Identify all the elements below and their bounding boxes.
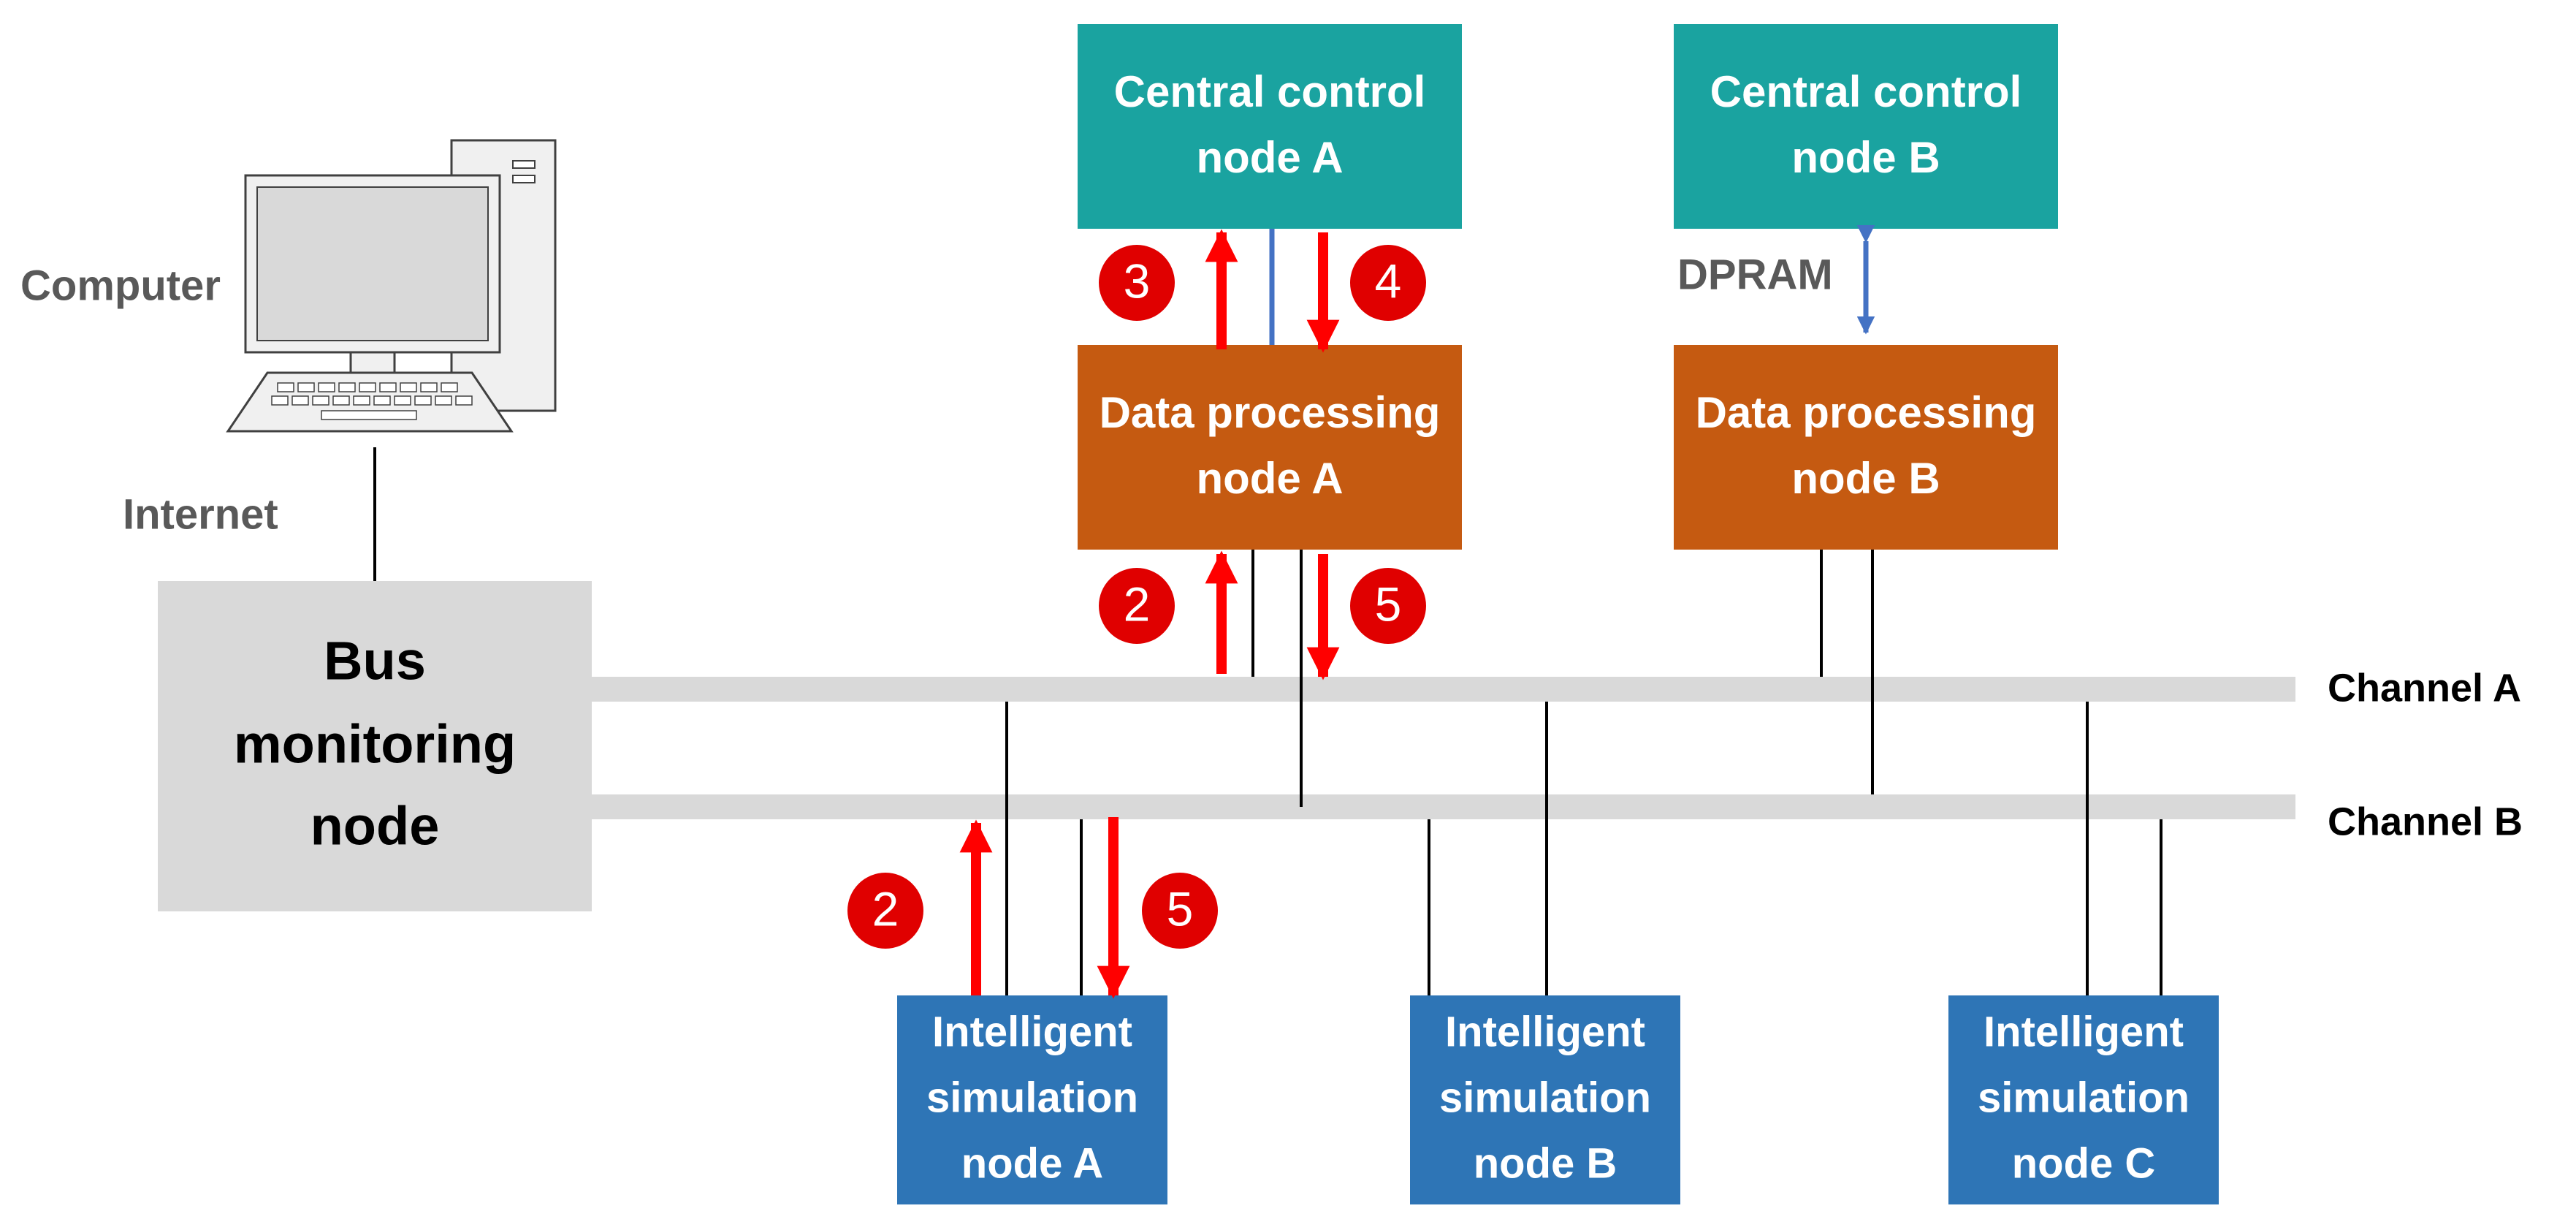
- step-badge-4-label: 4: [1375, 254, 1402, 308]
- intelligent-simulation-node-b: [1410, 995, 1680, 1204]
- channel-a-label: Channel A: [2328, 666, 2521, 710]
- step-badge-3: 3: [1099, 245, 1175, 321]
- step-badge-2-lower: 2: [847, 873, 923, 949]
- intelligent-simulation-node-a-label-2: simulation: [926, 1074, 1138, 1121]
- step-badge-2-upper: 2: [1099, 568, 1175, 644]
- step-badge-2-lower-label: 2: [872, 881, 899, 936]
- intelligent-simulation-node-a-label-3: node A: [961, 1139, 1103, 1187]
- internet-label: Internet: [123, 490, 278, 538]
- intelligent-simulation-node-b-label-1: Intelligent: [1445, 1008, 1645, 1055]
- data-processing-node-b-label-1: Data processing: [1696, 388, 2037, 437]
- bus-connections: [1005, 550, 2162, 995]
- intelligent-simulation-node-c-label-1: Intelligent: [1984, 1008, 2184, 1055]
- channel-b-bus: [592, 794, 2295, 819]
- bus-monitoring-node-label-2: monitoring: [234, 714, 516, 775]
- central-control-node-b-label-1: Central control: [1710, 67, 2022, 116]
- intelligent-simulation-node-b-label-3: node B: [1474, 1139, 1617, 1187]
- bus-monitoring-node-label-3: node: [310, 796, 440, 857]
- central-control-node-b: [1674, 24, 2058, 229]
- step-badge-5-upper: 5: [1350, 568, 1426, 644]
- intelligent-simulation-node-c-label-2: simulation: [1978, 1074, 2190, 1121]
- desktop-computer-icon: [226, 139, 557, 433]
- intelligent-simulation-node-c: [1948, 995, 2219, 1204]
- step-badge-4: 4: [1350, 245, 1426, 321]
- intelligent-simulation-node-a: [897, 995, 1167, 1204]
- central-control-node-a-label-2: node A: [1196, 133, 1343, 182]
- computer-label: Computer: [20, 262, 221, 309]
- data-processing-node-a-label-2: node A: [1196, 454, 1343, 503]
- step-badge-3-label: 3: [1124, 254, 1151, 308]
- step-badge-5-upper-label: 5: [1375, 577, 1402, 631]
- data-processing-node-a-label-1: Data processing: [1100, 388, 1441, 437]
- intelligent-simulation-node-a-label-1: Intelligent: [932, 1008, 1132, 1055]
- step-badge-5-lower-label: 5: [1167, 881, 1194, 936]
- bus-monitoring-node: [158, 581, 592, 911]
- central-control-node-b-label-2: node B: [1791, 133, 1940, 182]
- data-processing-node-b-label-2: node B: [1791, 454, 1940, 503]
- channel-b-label: Channel B: [2328, 800, 2523, 843]
- central-control-node-a-label-1: Central control: [1114, 67, 1426, 116]
- intelligent-simulation-node-b-label-2: simulation: [1439, 1074, 1651, 1121]
- dpram-label: DPRAM: [1677, 251, 1833, 298]
- step-badge-2-upper-label: 2: [1124, 577, 1151, 631]
- bus-monitoring-node-label-1: Bus: [324, 631, 426, 691]
- step-badge-5-lower: 5: [1142, 873, 1218, 949]
- central-control-node-a: [1078, 24, 1462, 229]
- data-processing-node-b: [1674, 345, 2058, 550]
- data-processing-node-a: [1078, 345, 1462, 550]
- channel-a-bus: [592, 677, 2295, 702]
- intelligent-simulation-node-c-label-3: node C: [2012, 1139, 2156, 1187]
